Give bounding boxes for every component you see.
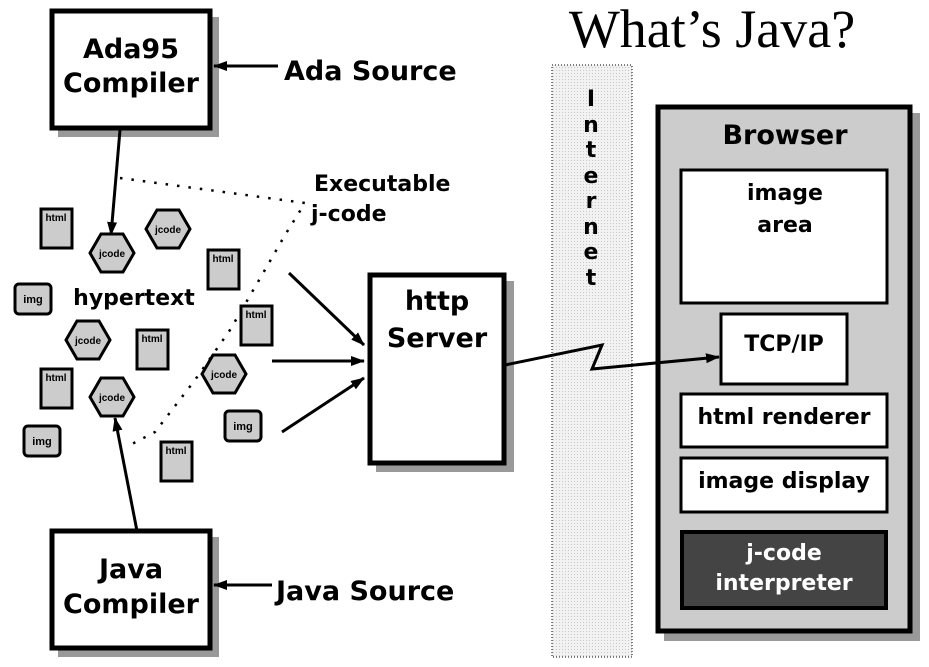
image-display-box: image display	[679, 456, 889, 514]
jcode-icon-label: jcode	[98, 249, 126, 260]
hypertext-to-server-arrow-1	[287, 271, 366, 347]
java-compiler-line2: Compiler	[63, 589, 200, 620]
hypertext-to-server-arrow-3	[281, 376, 365, 434]
image-area-line2: area	[757, 213, 812, 238]
img-icon: img	[13, 282, 53, 316]
internet-connection-line	[504, 342, 720, 371]
html-icon: html	[159, 440, 194, 483]
jcode-icon-label: jcode	[210, 370, 238, 381]
jcode-icon-label: jcode	[74, 336, 102, 347]
jcode-icon: jcode	[200, 353, 248, 395]
img-icon-label: img	[32, 436, 52, 448]
internet-letter: n	[583, 113, 599, 138]
server-line1: http	[405, 286, 469, 317]
ada-compiler-line2: Compiler	[63, 68, 200, 99]
html-renderer-box: html renderer	[679, 392, 889, 449]
java-to-jcode-arrow	[112, 417, 139, 532]
jcode-icon-label: jcode	[154, 225, 182, 236]
interpreter-line2: interpreter	[715, 571, 852, 596]
html-renderer-label: html renderer	[697, 405, 870, 430]
executable-callout-line	[119, 176, 308, 447]
ada-compiler-line1: Ada95	[83, 34, 179, 65]
interpreter-line1: j-code	[745, 541, 822, 566]
img-icon-label: img	[233, 421, 253, 433]
jcode-icon: jcode	[64, 319, 112, 361]
html-icon-label: html	[165, 446, 186, 457]
html-icon: html	[135, 328, 170, 371]
html-icon-label: html	[141, 334, 162, 345]
executable-label-line2: j-code	[310, 202, 387, 227]
jcode-icon: jcode	[88, 376, 136, 418]
html-icon: html	[39, 207, 74, 250]
internet-letter: e	[584, 164, 599, 189]
page-title: What’s Java?	[569, 0, 855, 59]
ada-compiler-box: Ada95 Compiler	[49, 8, 219, 137]
internet-letter: t	[586, 138, 597, 163]
image-area-line1: image	[747, 181, 823, 206]
ada-source-label: Ada Source	[284, 56, 457, 87]
internet-letter: n	[583, 215, 599, 240]
server-line2: Server	[387, 323, 488, 354]
java-compiler-line1: Java	[97, 554, 163, 585]
internet-letter: r	[586, 189, 597, 214]
html-icon-label: html	[212, 254, 233, 265]
html-icon: html	[239, 304, 274, 347]
jcode-icon-label: jcode	[98, 393, 126, 404]
internet-letter: e	[584, 240, 599, 265]
java-source-label: Java Source	[274, 576, 454, 607]
browser-box: Browser image area TCP/IP html renderer …	[655, 104, 920, 641]
executable-label-line1: Executable	[314, 172, 450, 197]
img-icon: img	[223, 409, 263, 443]
tcpip-box: TCP/IP	[719, 312, 849, 386]
html-icon-label: html	[45, 213, 66, 224]
browser-title: Browser	[722, 120, 848, 151]
jcode-interpreter-box: j-code interpreter	[680, 530, 888, 610]
hypertext-icons: html jcode jcode html img html jcode html jcode h…	[13, 207, 274, 483]
html-icon-label: html	[45, 373, 66, 384]
image-area-box: image area	[679, 168, 889, 305]
html-icon: html	[39, 367, 74, 410]
internet-letter: I	[587, 87, 595, 112]
html-icon-label: html	[245, 310, 266, 321]
hypertext-label: hypertext	[73, 286, 195, 311]
http-server-box: http Server	[367, 272, 514, 472]
img-icon: img	[22, 424, 62, 458]
internet-letter: t	[586, 266, 597, 291]
img-icon-label: img	[23, 294, 43, 306]
ada-to-jcode-arrow	[107, 129, 122, 236]
jcode-icon: jcode	[88, 232, 136, 274]
image-display-label: image display	[698, 469, 870, 494]
jcode-icon: jcode	[144, 208, 192, 250]
html-icon: html	[206, 248, 241, 291]
tcpip-label: TCP/IP	[744, 332, 824, 357]
java-compiler-box: Java Compiler	[49, 528, 219, 657]
